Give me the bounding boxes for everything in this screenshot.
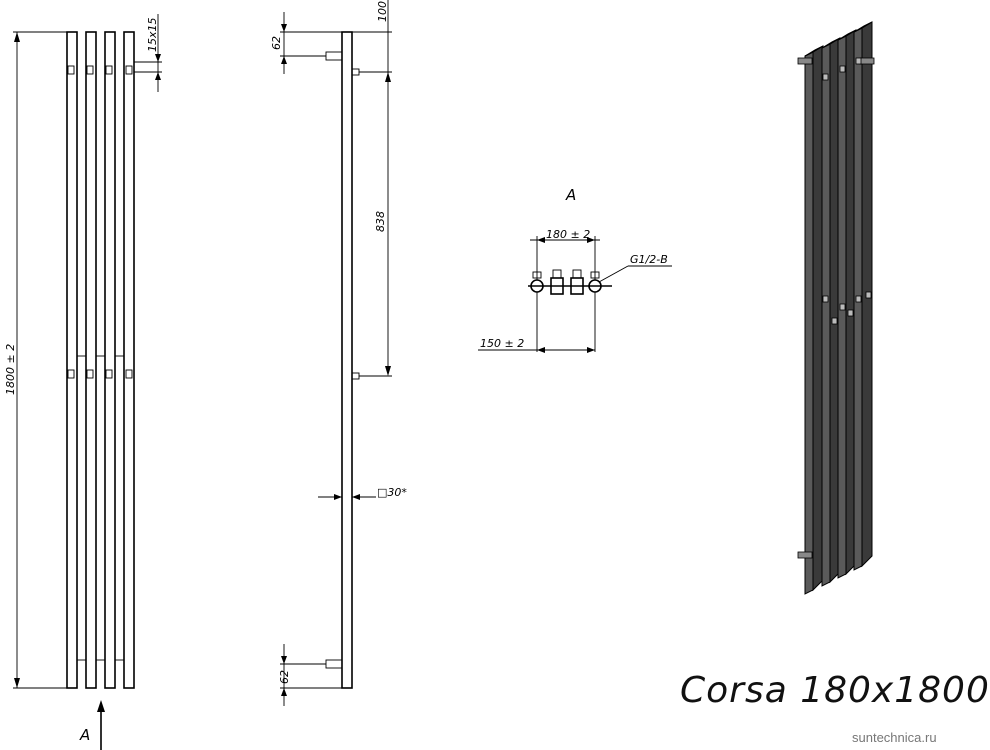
side-view: 100 838 62 62 □30*	[270, 0, 407, 706]
detail-a-label: A	[565, 186, 576, 204]
section-size-label: □30*	[377, 486, 407, 499]
bottom-bracket-label: 62	[278, 670, 291, 684]
top-offset-label: 100	[376, 1, 389, 22]
profile-size-label: 15x15	[146, 17, 159, 52]
bracket-spacing-label: 838	[374, 211, 387, 232]
technical-drawing: 1800 ± 2 15x15 A 100 838	[4, 0, 875, 750]
product-title: Corsa 180x1800	[680, 670, 990, 711]
thread-label: G1/2-B	[630, 253, 668, 266]
connection-spacing-label: 180 ± 2	[546, 228, 590, 241]
detail-a: A 180 ± 2 G1/2-B 150 ± 2	[478, 186, 672, 353]
view-a-label: A	[79, 726, 90, 744]
perspective-view	[797, 21, 875, 595]
overall-height-label: 1800 ± 2	[4, 344, 17, 395]
watermark: suntechnica.ru	[852, 730, 937, 745]
front-view: 1800 ± 2 15x15 A	[4, 14, 162, 750]
wall-offset-label: 150 ± 2	[480, 337, 524, 350]
top-bracket-label: 62	[270, 36, 283, 50]
